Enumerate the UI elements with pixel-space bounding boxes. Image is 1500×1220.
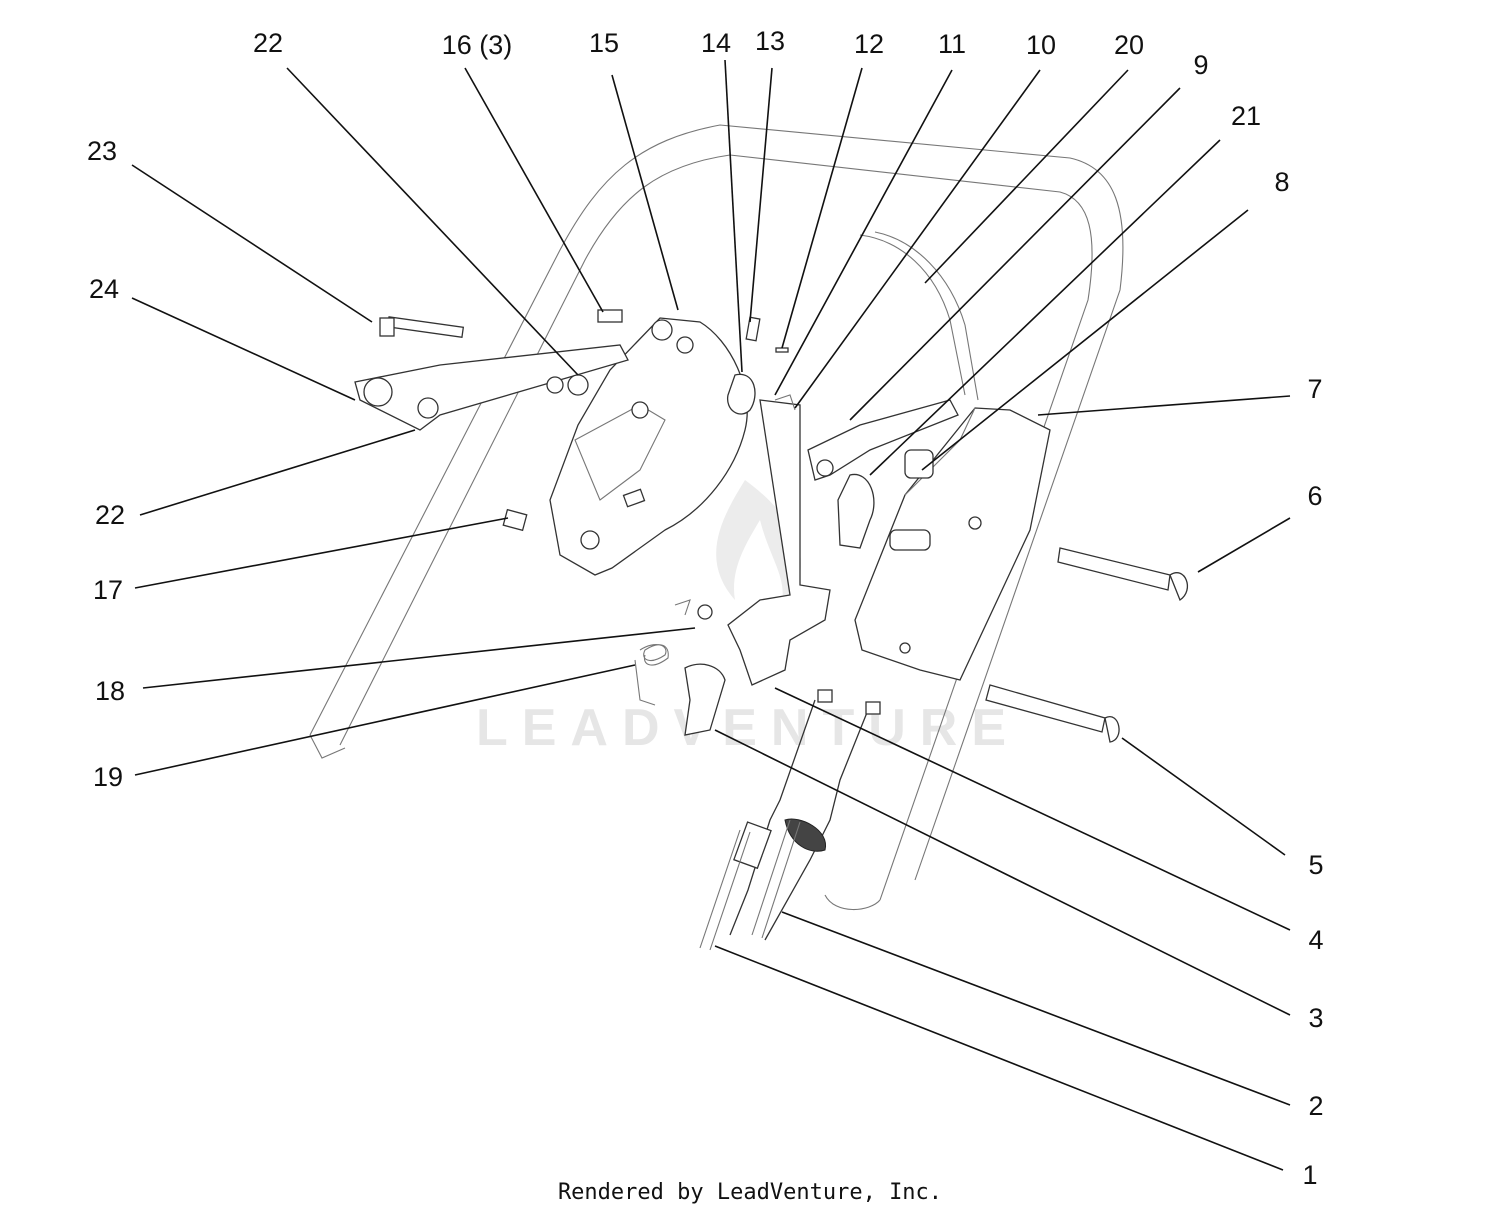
callout-2: 2: [1308, 1091, 1323, 1121]
bolts: [985, 547, 1189, 743]
callout-23: 23: [87, 136, 117, 166]
cables: [699, 689, 881, 951]
callout-7: 7: [1307, 374, 1322, 404]
callout-21: 21: [1231, 101, 1261, 131]
watermark-text: LEADVENTURE: [476, 699, 1020, 757]
leader-lines: [131, 59, 1291, 1171]
callout-10: 10: [1026, 30, 1056, 60]
callout-14: 14: [701, 28, 731, 58]
callout-19: 19: [93, 762, 123, 792]
callout-1: 1: [1302, 1160, 1317, 1190]
left-bracket: [354, 309, 629, 532]
callout-18: 18: [95, 676, 125, 706]
spring-parts: [634, 599, 713, 706]
callout-16-3: 16 (3): [442, 30, 513, 60]
right-cover: [854, 407, 1051, 681]
callout-20: 20: [1114, 30, 1144, 60]
center-linkage: [684, 316, 959, 736]
callout-3: 3: [1308, 1003, 1323, 1033]
callout-24: 24: [89, 274, 119, 304]
render-credit: Rendered by LeadVenture, Inc.: [557, 1180, 943, 1205]
callout-17: 17: [93, 575, 123, 605]
control-housing: [549, 317, 748, 576]
callout-22-top: 22: [253, 28, 283, 58]
callout-15: 15: [589, 28, 619, 58]
callout-22-left: 22: [95, 500, 125, 530]
callout-11: 11: [938, 29, 966, 59]
callout-labels: 22 16 (3) 15 14 13 12 11 10 20 9 21 8 23…: [87, 26, 1324, 1190]
callout-12: 12: [854, 29, 884, 59]
callout-5: 5: [1308, 850, 1323, 880]
callout-8: 8: [1274, 167, 1289, 197]
callout-13: 13: [755, 26, 785, 56]
callout-4: 4: [1308, 925, 1323, 955]
callout-9: 9: [1193, 50, 1208, 80]
callout-6: 6: [1307, 481, 1322, 511]
